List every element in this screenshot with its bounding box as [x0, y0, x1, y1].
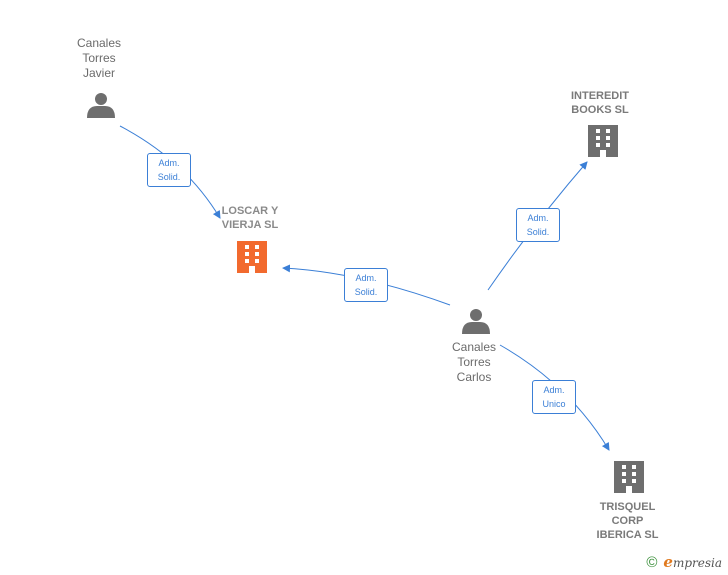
person-icon[interactable]	[462, 309, 490, 334]
company-name-trisquel[interactable]: TRISQUEL CORP IBERICA SL	[596, 501, 659, 541]
company-name-loscar[interactable]: LOSCAR Y VIERJA SL	[221, 205, 279, 231]
person-icon[interactable]	[87, 93, 115, 118]
role-tag: Adm. Solid.	[344, 268, 388, 302]
role-tag: Adm. Solid.	[147, 153, 191, 187]
brand-initial: e	[663, 553, 673, 571]
role-tag: Adm. Unico	[532, 380, 576, 414]
company-name-interedit[interactable]: INTEREDIT BOOKS SL	[570, 90, 630, 116]
person-name-javier[interactable]: Canales Torres Javier	[76, 36, 122, 80]
brand-footer: © empresia	[646, 553, 722, 571]
role-tag: Adm. Solid.	[516, 208, 560, 242]
brand-name: mpresia	[672, 556, 722, 570]
building-icon[interactable]	[588, 125, 618, 157]
person-name-carlos[interactable]: Canales Torres Carlos	[451, 340, 497, 384]
brand-logo: empresia	[663, 553, 722, 571]
building-icon[interactable]	[614, 461, 644, 493]
building-icon[interactable]	[237, 241, 267, 273]
copyright-symbol: ©	[646, 553, 658, 571]
